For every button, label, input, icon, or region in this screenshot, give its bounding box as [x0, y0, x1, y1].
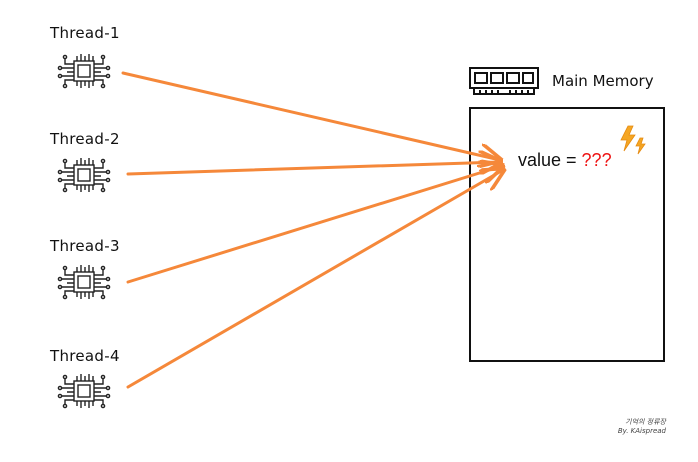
main-memory-box — [469, 107, 665, 362]
ram-module-icon — [469, 67, 539, 95]
cpu-chip-icon — [57, 374, 111, 409]
cpu-chip-icon — [57, 265, 111, 300]
arrow-thread-3 — [126, 166, 502, 284]
unknown-value: ??? — [581, 150, 612, 170]
thread-2-label: Thread-2 — [50, 130, 120, 148]
value-label: value = — [518, 150, 582, 170]
cpu-chip-icon — [57, 54, 111, 89]
arrow-thread-4 — [126, 170, 503, 389]
memory-value: value = ??? — [518, 150, 612, 171]
arrow-thread-2 — [126, 162, 500, 176]
thread-4-label: Thread-4 — [50, 347, 120, 365]
watermark-line1: 기억의 정류장 — [625, 418, 666, 426]
thread-1-label: Thread-1 — [50, 24, 120, 42]
thread-3-label: Thread-3 — [50, 237, 120, 255]
cpu-chip-icon — [57, 158, 111, 193]
arrow-thread-1 — [121, 71, 500, 160]
lightning-icon — [620, 125, 646, 155]
main-memory-title: Main Memory — [552, 72, 654, 90]
watermark: 기억의 정류장 By. KAispread — [618, 418, 666, 436]
watermark-line2: By. KAispread — [617, 427, 666, 435]
